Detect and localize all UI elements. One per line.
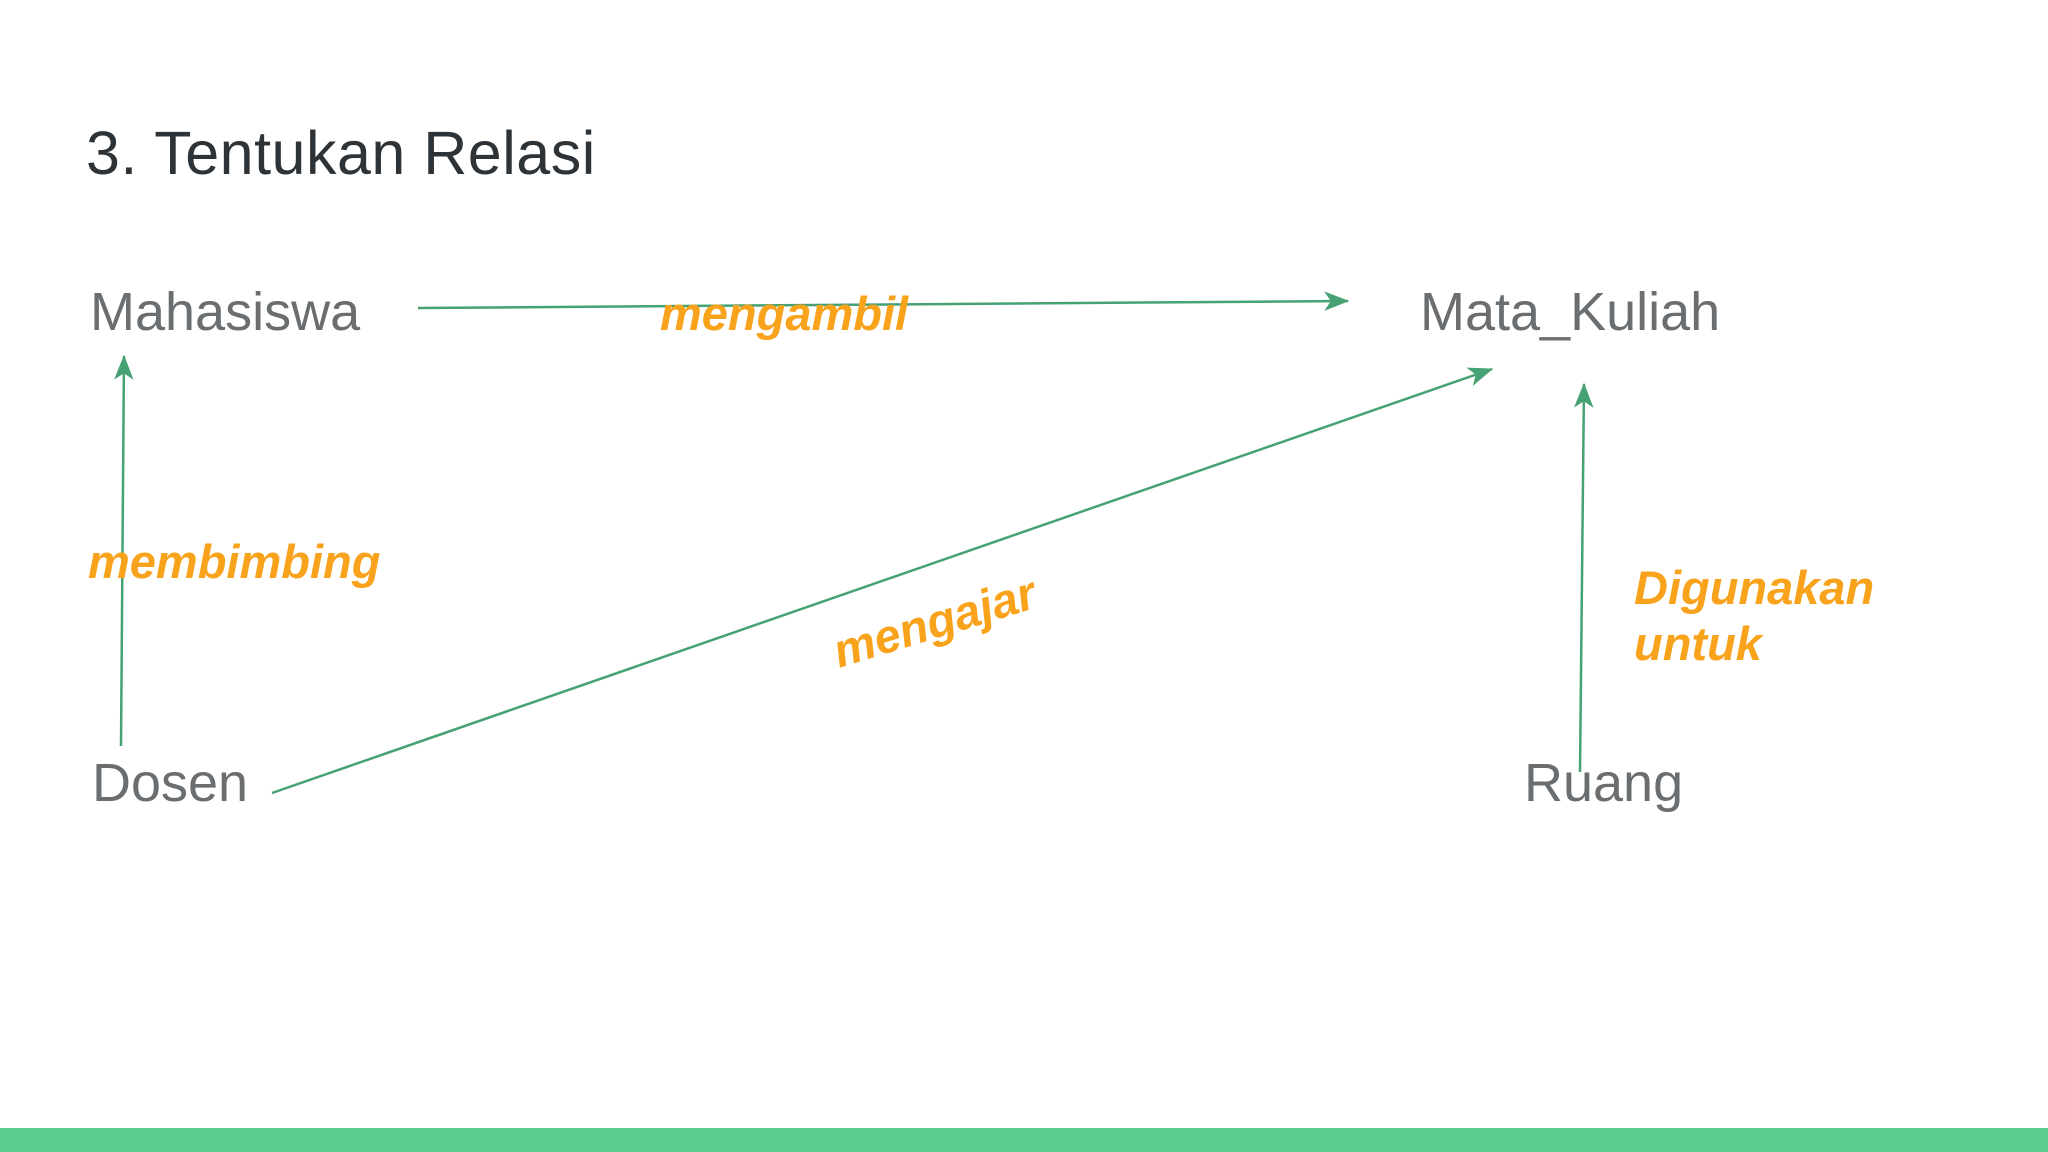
relation-label-line1: Digunakan xyxy=(1634,561,1875,614)
relation-label-membimbing: membimbing xyxy=(88,535,381,588)
footer-accent-bar xyxy=(0,1128,2048,1152)
relation-label-mengajar: mengajar xyxy=(826,565,1042,678)
arrow-mengajar-dosen-to-matakuliah xyxy=(271,367,1494,795)
relation-label-digunakan-untuk: Digunakan untuk xyxy=(1634,560,1954,673)
relation-label-line2: untuk xyxy=(1634,617,1762,671)
entity-mata-kuliah: Mata_Kuliah xyxy=(1420,282,1721,342)
entity-dosen: Dosen xyxy=(92,753,249,813)
entity-ruang: Ruang xyxy=(1524,753,1684,813)
arrow-digunakan-ruang-to-matakuliah xyxy=(1574,382,1594,773)
slide-title: 3. Tentukan Relasi xyxy=(86,119,596,187)
entity-mahasiswa: Mahasiswa xyxy=(90,282,361,342)
relation-label-mengambil: mengambil xyxy=(660,287,909,340)
